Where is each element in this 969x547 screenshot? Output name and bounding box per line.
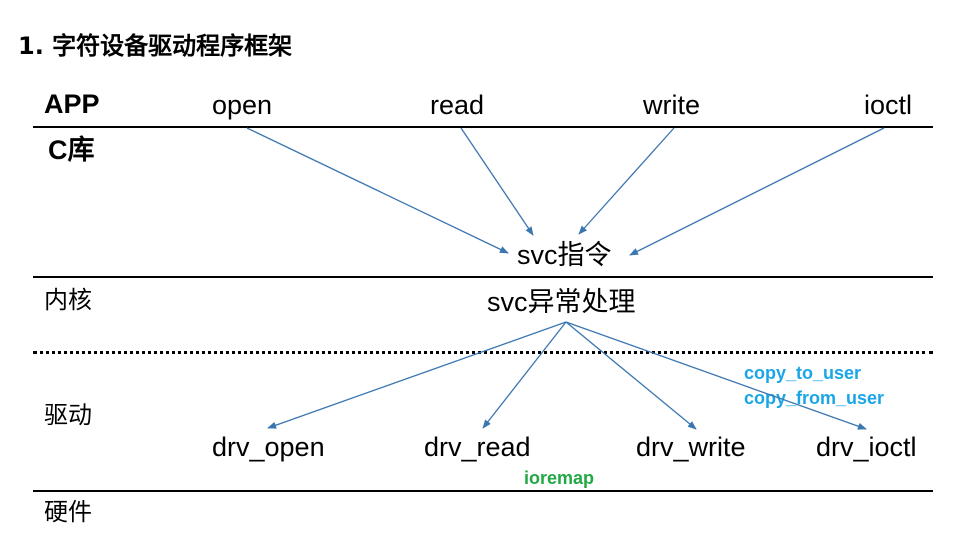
arrow-svc-to-drv-ioctl bbox=[565, 321, 867, 430]
arrow-svc-to-drv-write bbox=[565, 321, 697, 430]
app-call-ioctl: ioctl bbox=[864, 90, 913, 120]
app-call-read: read bbox=[430, 90, 485, 120]
arrow-read-to-svc bbox=[460, 127, 534, 236]
diagram-title: 1. 字符设备驱动程序框架 bbox=[18, 32, 293, 60]
separator-driver-hardware bbox=[33, 490, 933, 492]
layer-label-app: APP bbox=[44, 89, 100, 119]
driver-func-drv-ioctl: drv_ioctl bbox=[816, 432, 917, 462]
separator-app-clib bbox=[33, 126, 933, 128]
svc-instruction-node: svc指令 bbox=[517, 240, 612, 270]
layer-label-hardware: 硬件 bbox=[44, 498, 92, 526]
svc-handler-node: svc异常处理 bbox=[487, 287, 636, 317]
layer-label-driver: 驱动 bbox=[44, 401, 92, 429]
note-copy-from-user: copy_from_user bbox=[744, 388, 885, 408]
driver-func-drv-read: drv_read bbox=[424, 432, 531, 462]
app-call-open: open bbox=[212, 90, 273, 120]
arrow-svc-to-drv-open bbox=[267, 321, 567, 429]
layer-label-kernel: 内核 bbox=[44, 286, 92, 314]
note-copy-to-user: copy_to_user bbox=[744, 363, 862, 383]
driver-func-drv-open: drv_open bbox=[212, 432, 325, 462]
layer-label-clib: C库 bbox=[48, 137, 95, 164]
note-ioremap: ioremap bbox=[524, 468, 595, 488]
layer-label-clib-text: C库 bbox=[48, 135, 95, 165]
arrow-write-to-svc bbox=[578, 127, 675, 235]
arrow-svc-to-drv-read bbox=[482, 321, 567, 429]
driver-func-drv-write: drv_write bbox=[636, 432, 746, 462]
arrow-open-to-svc bbox=[246, 127, 509, 254]
separator-clib-kernel bbox=[33, 276, 933, 278]
arrow-ioctl-to-svc bbox=[629, 127, 885, 256]
separator-kernel-driver-dotted bbox=[33, 351, 933, 354]
app-call-write: write bbox=[643, 90, 701, 120]
